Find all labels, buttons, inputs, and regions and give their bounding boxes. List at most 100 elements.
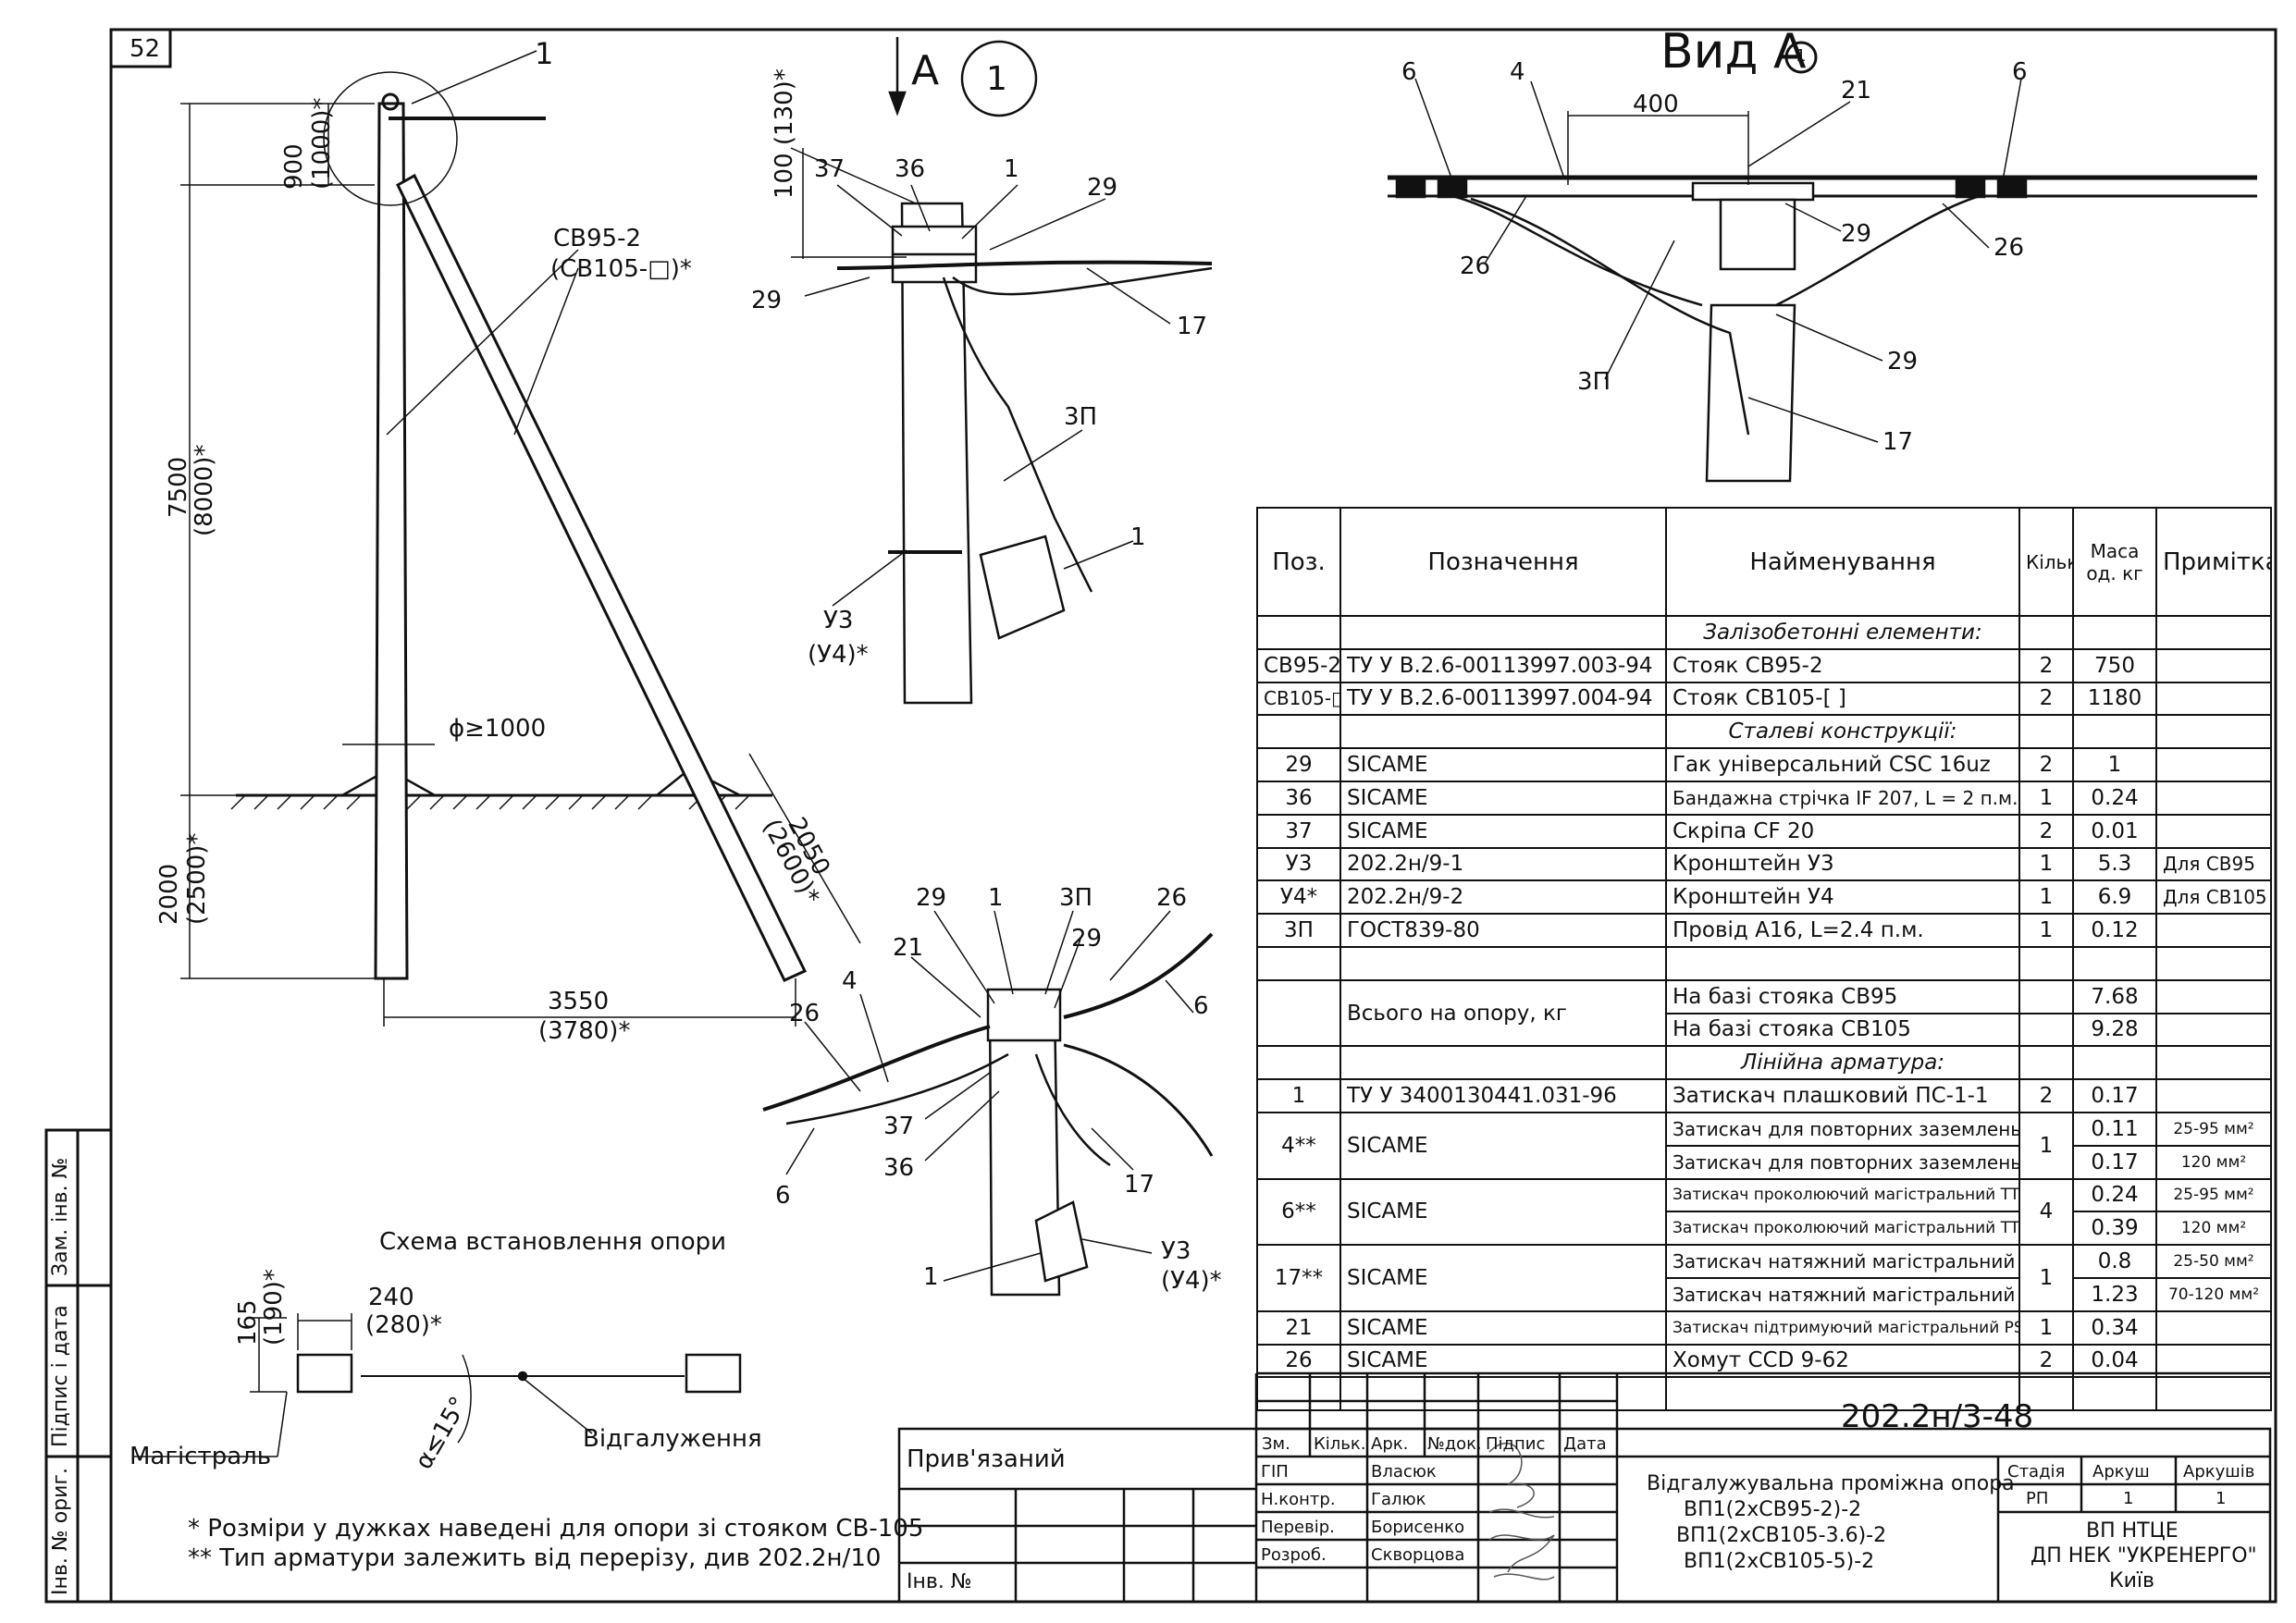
- cell: У4*: [1256, 879, 1341, 916]
- tb-col-doc: №док.: [1427, 1434, 1482, 1454]
- cell: Затискач для повторних заземлень TND 231: [1665, 1144, 2020, 1180]
- cell: У3: [1256, 846, 1341, 882]
- bound-label: Прив'язаний: [907, 1445, 1066, 1473]
- dim-3780: (3780)*: [538, 1017, 631, 1045]
- cell: SICAME: [1339, 747, 1667, 782]
- cell: Гак універсальний CSC 16uz: [1665, 747, 2020, 782]
- view-a-title: Вид А: [1660, 24, 1807, 80]
- table-row: Затискач натяжний магістральний GUKо2 1.…: [1257, 1276, 2272, 1312]
- doc-code: 202.2н/3-48: [1841, 1398, 2034, 1435]
- cell: 29: [1256, 747, 1341, 782]
- table-row: [1256, 1376, 2272, 1412]
- callout-3p-a: 3П: [1064, 403, 1098, 431]
- cell: 2: [2018, 681, 2074, 717]
- tb-title-2: ВП1(2хСВ95-2)-2: [1684, 1498, 1862, 1521]
- stamp-orig-inv: Інв. № ориг.: [49, 1468, 72, 1595]
- tb-org-2: ДП НЕК "УКРЕНЕРГО": [2031, 1544, 2257, 1568]
- cell: 120 мм²: [2155, 1211, 2272, 1247]
- signatures: [1488, 1442, 1555, 1580]
- detail-1-view: [790, 37, 1213, 705]
- dim-2500: (2500)*: [183, 832, 211, 925]
- cell: 202.2н/9-1: [1339, 846, 1667, 882]
- cell: Для СВ95: [2155, 846, 2272, 882]
- callout-1-iso-b: 1: [923, 1263, 939, 1291]
- callout-u4-a: (У4)*: [808, 641, 869, 669]
- tb-col-qty: Кільк.: [1314, 1434, 1366, 1454]
- cell: ГОСТ839-80: [1339, 913, 1667, 948]
- cell: ТУ У В.2.6-00113997.003-94: [1339, 647, 1667, 683]
- table-row: [1256, 945, 2272, 981]
- callout-u3-iso: У3: [1161, 1237, 1191, 1265]
- cell: 4**: [1256, 1111, 1341, 1180]
- callout-17-a: 17: [1177, 313, 1208, 340]
- pole-elevation: [180, 50, 861, 1027]
- cell: 25-50 мм²: [2155, 1244, 2272, 1279]
- tb-col-sheet: Арк.: [1371, 1434, 1409, 1454]
- cell: Затискач натяжний магістральний GUKо1: [1665, 1244, 2020, 1279]
- callout-4-iso: 4: [842, 967, 858, 995]
- cell: 1.23: [2072, 1276, 2157, 1312]
- cell: SICAME: [1339, 1111, 1667, 1180]
- callout-26-iso-a: 26: [1156, 884, 1188, 912]
- tb-col-date: Дата: [1563, 1434, 1607, 1454]
- cell: ТУ У В.2.6-00113997.004-94: [1339, 681, 1667, 717]
- cell: [2155, 1078, 2272, 1113]
- table-row: 4**SICAME Затискач для повторних заземле…: [1256, 1111, 2272, 1180]
- section-concrete: Залізобетонні елементи:: [1665, 615, 2020, 650]
- callout-37-a: 37: [814, 155, 846, 183]
- inv-no-label: Інв. №: [907, 1570, 972, 1593]
- cell: На базі стояка СВ95: [1665, 978, 2020, 1014]
- dim-2000: 2000: [155, 863, 183, 925]
- cell: SICAME: [1339, 1244, 1667, 1312]
- cell: 17**: [1256, 1244, 1341, 1312]
- cell: 1: [2018, 1244, 2074, 1312]
- stamp-sign-date: Підпис і дата: [49, 1305, 72, 1447]
- cell: Затискач проколюючий магістральний TTD 4…: [1665, 1211, 2020, 1247]
- tb-title-1: Відгалужувальна проміжна опора: [1647, 1472, 2015, 1495]
- cell: 25-95 мм²: [2155, 1177, 2272, 1213]
- cell: 0.04: [2072, 1343, 2157, 1379]
- dim-phi: ϕ≥1000: [449, 715, 547, 743]
- callout-26-va-left: 26: [1460, 252, 1491, 280]
- callout-17-va: 17: [1882, 428, 1914, 456]
- callout-1-iso-a: 1: [988, 884, 1004, 912]
- tb-sheet: 1: [2123, 1489, 2134, 1508]
- cell: [2155, 913, 2272, 948]
- cell: Провід А16, L=2.4 п.м.: [1665, 913, 2020, 948]
- cell: 1: [2018, 1111, 2074, 1180]
- callout-1-top: 1: [535, 36, 554, 71]
- stamp-replace-inv: Зам. інв. №: [49, 1157, 72, 1277]
- callout-26-va-right: 26: [1994, 234, 2025, 262]
- total-label: Всього на опору, кг: [1339, 978, 1667, 1048]
- tb-name-3: Борисенко: [1371, 1518, 1465, 1537]
- cell: [2155, 681, 2272, 717]
- cell: 1180: [2072, 681, 2157, 717]
- callout-29-va-a: 29: [1841, 220, 1872, 248]
- callout-17-iso: 17: [1124, 1171, 1155, 1199]
- tb-name-4: Скворцова: [1371, 1545, 1465, 1565]
- section-linear: Лінійна арматура:: [1665, 1045, 2020, 1081]
- cell: 26: [1256, 1343, 1341, 1379]
- spec-col-qty: Кільк.: [2018, 507, 2074, 617]
- tb-title-4: ВП1(2хСВ105-5)-2: [1684, 1550, 1875, 1573]
- tb-sheet-h: Аркуш: [2092, 1462, 2150, 1482]
- tb-role-dev: Розроб.: [1261, 1545, 1327, 1565]
- cell: 3П: [1256, 913, 1341, 948]
- cell: [2155, 1309, 2272, 1346]
- tb-name-1: Власюк: [1371, 1462, 1437, 1482]
- tb-org-1: ВП НТЦЕ: [2086, 1519, 2179, 1543]
- detail-circle-label: 1: [986, 60, 1007, 98]
- callout-1-b: 1: [1130, 523, 1146, 551]
- cell: 4: [2018, 1177, 2074, 1247]
- callout-cv105: (СВ105-□)*: [550, 255, 692, 283]
- cell: 1: [2018, 780, 2074, 816]
- callout-29-va-b: 29: [1887, 348, 1919, 375]
- cell: ТУ У 3400130441.031-96: [1339, 1078, 1667, 1113]
- view-a: [1388, 41, 2257, 483]
- table-row: Залізобетонні елементи:: [1256, 615, 2272, 650]
- cell: 1: [2018, 913, 2074, 948]
